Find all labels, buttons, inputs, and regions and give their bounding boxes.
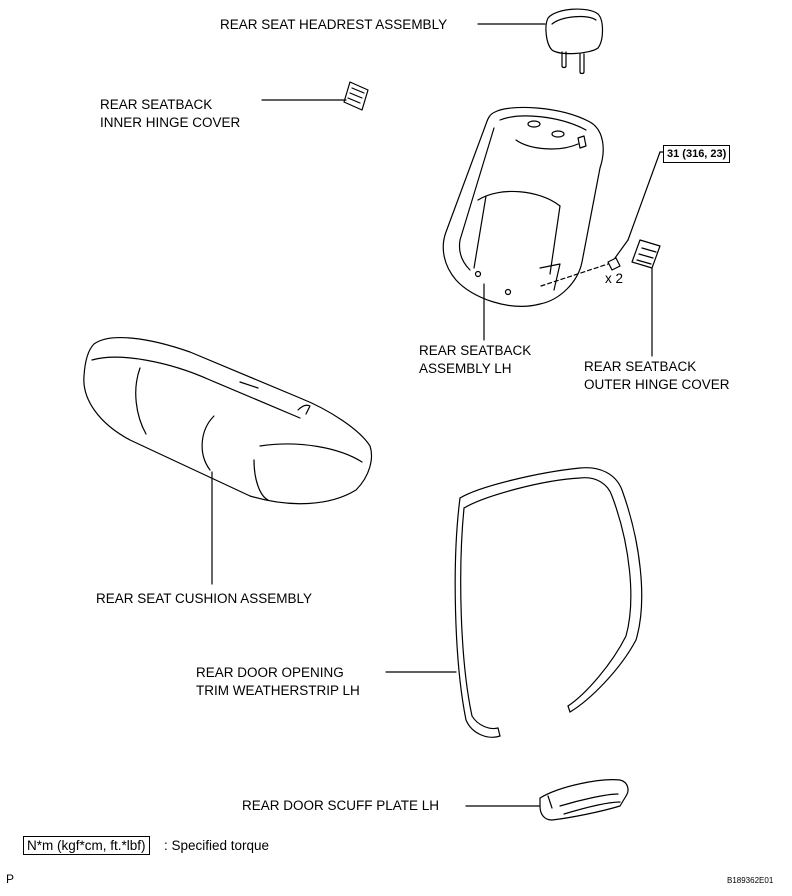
outer-hinge-cover-label-line1: REAR SEATBACK <box>584 359 697 374</box>
weatherstrip-illustration <box>454 467 643 738</box>
seatback-label-line2: ASSEMBLY LH <box>419 361 512 376</box>
corner-letter: P <box>6 872 15 886</box>
inner-hinge-cover-label-line1: REAR SEATBACK <box>100 97 213 112</box>
inner-hinge-cover-illustration <box>343 81 369 111</box>
bolt-illustration <box>540 151 664 287</box>
outer-hinge-cover-label-line2: OUTER HINGE COVER <box>584 377 730 392</box>
outer-hinge-cover-illustration <box>631 239 661 269</box>
legend-description: : Specified torque <box>164 838 270 853</box>
weatherstrip-label-line1: REAR DOOR OPENING <box>196 665 344 680</box>
cushion-label: REAR SEAT CUSHION ASSEMBLY <box>96 591 313 606</box>
weatherstrip-label-line2: TRIM WEATHERSTRIP LH <box>196 683 360 698</box>
headrest-label: REAR SEAT HEADREST ASSEMBLY <box>220 17 448 32</box>
scuff-plate-illustration <box>539 779 629 821</box>
figure-code: B189362E01 <box>727 876 774 885</box>
legend-unit-box: N*m (kgf*cm, ft.*lbf) <box>23 836 150 855</box>
headrest-illustration <box>545 8 604 75</box>
seat-cushion-illustration <box>83 336 373 505</box>
torque-spec-box: 31 (316, 23) <box>663 145 731 163</box>
scuff-plate-label: REAR DOOR SCUFF PLATE LH <box>242 798 440 813</box>
bolt-quantity: x 2 <box>605 271 624 286</box>
seatback-illustration <box>442 106 604 307</box>
leader-lines <box>211 23 653 807</box>
seatback-label-line1: REAR SEATBACK <box>419 343 532 358</box>
inner-hinge-cover-label-line2: INNER HINGE COVER <box>100 115 241 130</box>
